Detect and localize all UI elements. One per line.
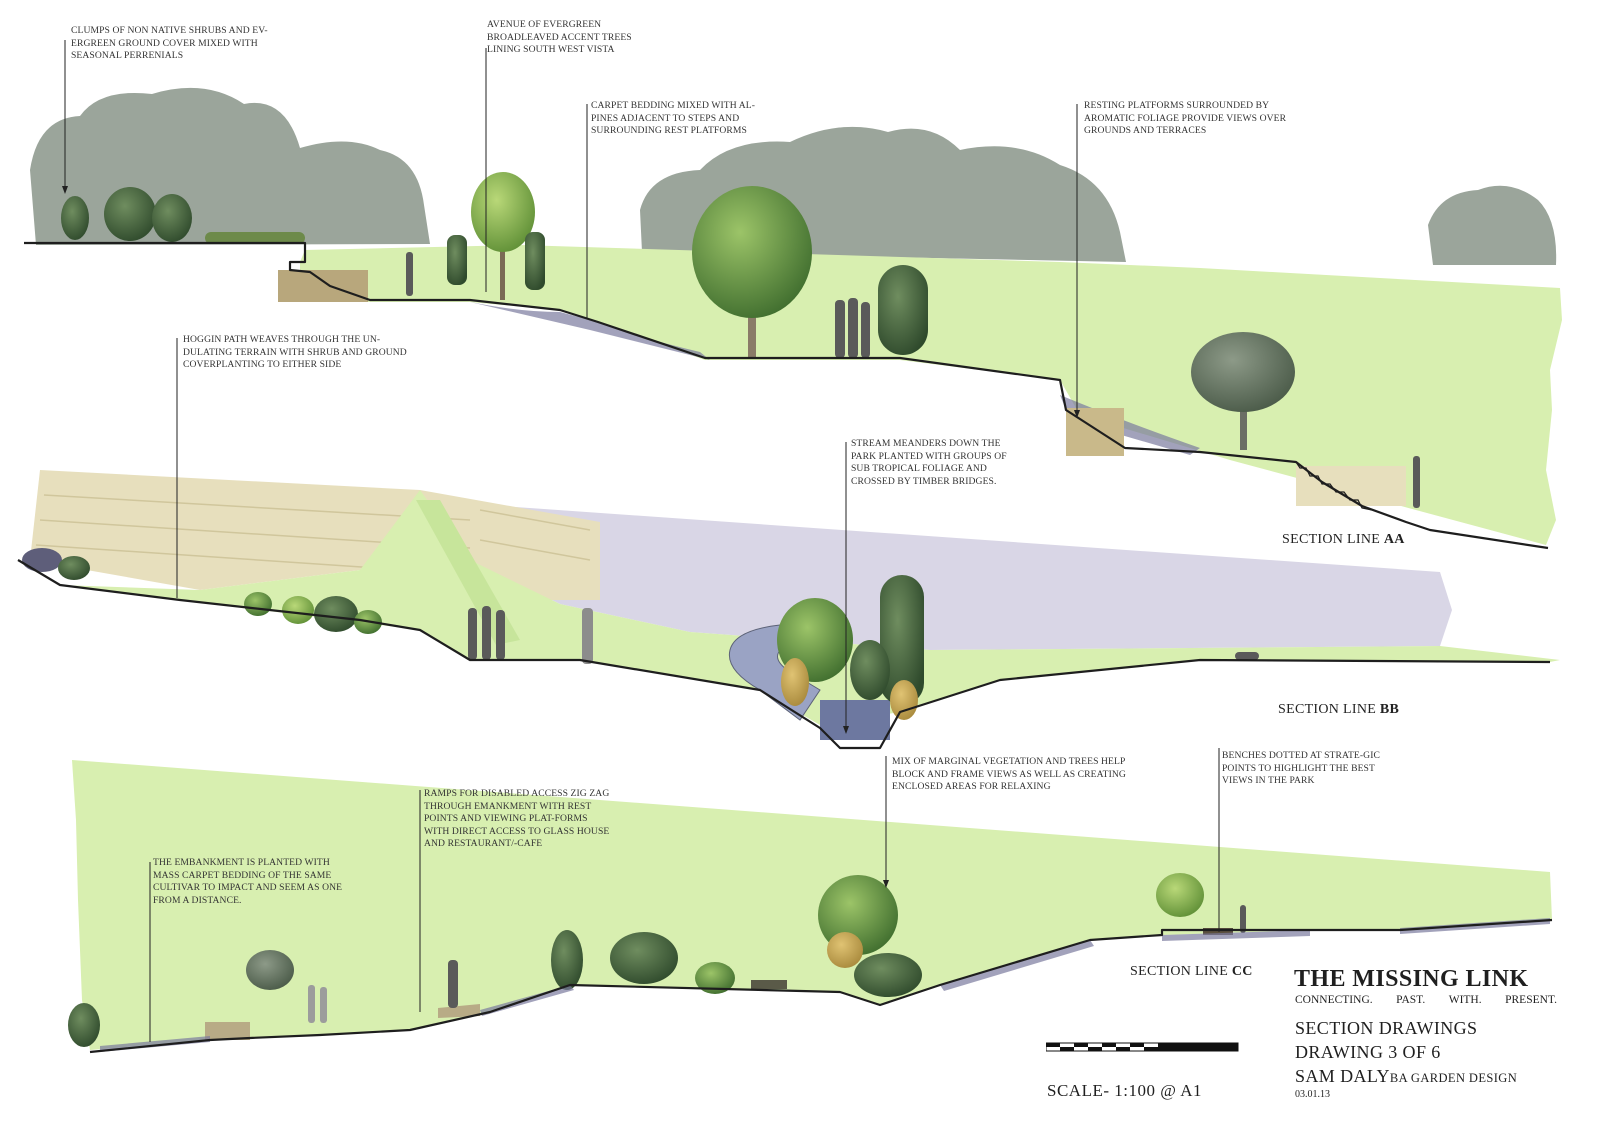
- annotation-resting: RESTING PLATFORMS SURROUNDED BY AROMATIC…: [1084, 100, 1287, 137]
- lavender-terrace: [416, 500, 1452, 650]
- subtitle-word: WITH.: [1448, 994, 1482, 1006]
- annotation-embankment: THE EMBANKMENT IS PLANTED WITH MASS CARP…: [153, 857, 343, 906]
- section-label-code: BB: [1379, 702, 1400, 717]
- section-label-aa: SECTION LINE AA: [1282, 532, 1405, 548]
- subtitle-word: PAST.: [1396, 994, 1426, 1006]
- section-label-cc: SECTION LINE CC: [1130, 964, 1253, 980]
- section-label-prefix: SECTION LINE: [1282, 532, 1384, 547]
- annotation-avenue: AVENUE OF EVERGREEN BROADLEAVED ACCENT T…: [487, 19, 632, 56]
- section-ground-line: [89, 918, 1553, 1054]
- section-label-prefix: SECTION LINE: [1278, 702, 1380, 717]
- ground-planting: [100, 918, 1550, 1052]
- canopy-tree: [1191, 332, 1295, 450]
- stream-pool: [820, 700, 890, 740]
- drawing-author: SAM DALYBA GARDEN DESIGN: [1295, 1066, 1517, 1087]
- drawing-type: SECTION DRAWINGS: [1295, 1018, 1478, 1038]
- annotation-marginal: MIX OF MARGINAL VEGETATION AND TREES HEL…: [892, 756, 1126, 793]
- section-steps: [1295, 461, 1373, 511]
- section-label-bb: SECTION LINE BB: [1278, 702, 1399, 718]
- leader-lines: [62, 40, 1220, 1042]
- shrub-clump: [22, 548, 382, 634]
- section-aa: [24, 87, 1562, 550]
- lawn-backdrop: [300, 245, 1562, 545]
- section-cc: [68, 760, 1553, 1054]
- lawn-bed: [60, 490, 1560, 725]
- shrub-clump: [61, 187, 305, 244]
- drawing-date: 03.01.13: [1295, 1089, 1330, 1100]
- annotation-ramps: RAMPS FOR DISABLED ACCESS ZIG ZAG THROUG…: [424, 788, 610, 850]
- drawing-title: THE MISSING LINK: [1294, 966, 1529, 992]
- stream-trees: [777, 575, 924, 720]
- stone-wall: [278, 270, 368, 302]
- author-degree: BA GARDEN DESIGN: [1389, 1071, 1518, 1085]
- subtitle-word: CONNECTING.: [1295, 994, 1373, 1006]
- section-label-code: AA: [1383, 532, 1405, 547]
- author-name: SAM DALY: [1295, 1066, 1390, 1086]
- subtitle-word: PRESENT.: [1505, 994, 1557, 1006]
- feature-tree: [692, 186, 928, 358]
- annotation-stream: STREAM MEANDERS DOWN THE PARK PLANTED WI…: [851, 438, 1007, 487]
- section-ground-line: [17, 559, 1551, 750]
- annotation-benches: BENCHES DOTTED AT STRATE-GIC POINTS TO H…: [1222, 750, 1380, 787]
- annotation-carpet: CARPET BEDDING MIXED WITH AL-PINES ADJAC…: [591, 100, 756, 137]
- scale-bar: [1046, 1042, 1239, 1052]
- bench: [1203, 928, 1233, 935]
- section-label-prefix: SECTION LINE: [1130, 964, 1232, 979]
- people-figures: [406, 252, 1420, 508]
- section-ground-line: [24, 241, 1549, 550]
- lawn-embankment: [72, 760, 1552, 1050]
- people-figures: [308, 905, 1246, 1023]
- drawing-subtitle: CONNECTING. PAST. WITH. PRESENT.: [1295, 994, 1557, 1006]
- annotation-clumps: CLUMPS OF NON NATIVE SHRUBS AND EV-ERGRE…: [71, 25, 268, 62]
- annotation-hoggin: HOGGIN PATH WEAVES THROUGH THE UN-DULATI…: [183, 334, 407, 371]
- drawing-number: DRAWING 3 OF 6: [1295, 1042, 1441, 1062]
- marginal-trees: [68, 873, 1204, 1047]
- hoggin-path: [416, 500, 520, 645]
- section-bb: [17, 470, 1560, 750]
- bench: [751, 980, 787, 989]
- avenue-tree: [447, 172, 545, 300]
- scale-label: SCALE- 1:100 @ A1: [1047, 1081, 1202, 1100]
- people-figures: [468, 606, 1259, 664]
- section-label-code: CC: [1231, 964, 1253, 979]
